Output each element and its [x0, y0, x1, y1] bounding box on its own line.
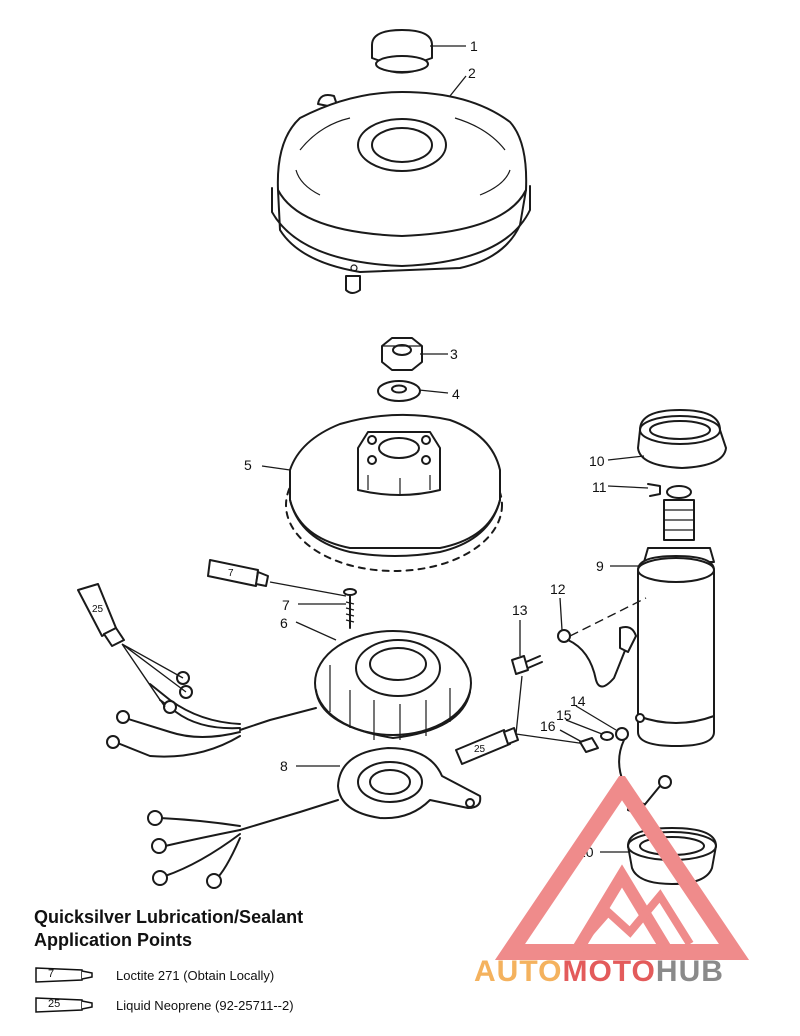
- part-bushing-top: [637, 409, 727, 469]
- part-stator: [314, 630, 472, 740]
- logo-triangle-outer: [494, 776, 750, 960]
- legend-description: Loctite 271 (Obtain Locally): [116, 967, 275, 983]
- part-nut-16: [579, 737, 599, 753]
- leader-15: [565, 719, 603, 735]
- callout-1: 1: [470, 38, 478, 54]
- leader-5: [261, 465, 291, 471]
- leader-4: [418, 389, 449, 394]
- legend-title-line1: Quicksilver Lubrication/Sealant: [34, 907, 304, 927]
- stator-harness: [106, 671, 317, 758]
- callout-6: 6: [280, 615, 288, 631]
- watermark-part2: MOTO: [562, 955, 656, 988]
- logo-zigzag: [576, 889, 694, 947]
- part-clip: [647, 483, 661, 497]
- callout-8: 8: [280, 758, 288, 774]
- tube-neoprene-left: 25: [77, 583, 125, 647]
- leader-7-tube: [269, 581, 347, 597]
- legend-item-neoprene: 25 Liquid Neoprene (92-25711--2): [34, 996, 294, 1014]
- leader-11: [607, 485, 649, 489]
- automotohub-logo: [494, 776, 750, 960]
- leader-6: [295, 621, 337, 641]
- tube-neoprene-left-label: 25: [92, 604, 104, 615]
- legend-title-line2: Application Points: [34, 930, 193, 950]
- callout-11: 11: [592, 479, 607, 495]
- part-trigger: [147, 747, 482, 889]
- callout-3: 3: [450, 346, 458, 362]
- leader-10-top: [607, 455, 645, 461]
- watermark-part1: AUTO: [474, 955, 563, 988]
- watermark-text: AUTOMOTOHUB: [474, 955, 724, 989]
- dashed-path-12: [569, 597, 647, 637]
- legend-tube-icon: 25: [34, 996, 96, 1014]
- leaders-25-right: [515, 675, 587, 745]
- part-flywheel: [285, 413, 503, 572]
- callout-12: 12: [550, 581, 566, 597]
- watermark-part3: HUB: [655, 955, 724, 988]
- legend-item-loctite: 7 Loctite 271 (Obtain Locally): [34, 966, 274, 984]
- leaders-25-left: [121, 643, 187, 708]
- part-washer-15: [600, 731, 614, 741]
- legend-description: Liquid Neoprene (92-25711--2): [116, 997, 294, 1013]
- tube-neoprene-right: 25: [455, 727, 519, 765]
- callout-16: 16: [540, 718, 556, 734]
- callout-2: 2: [468, 65, 476, 81]
- callout-9: 9: [596, 558, 604, 574]
- part-flywheel-cover: [271, 91, 531, 294]
- callout-5: 5: [244, 457, 252, 473]
- callout-14: 14: [570, 693, 586, 709]
- part-starter-motor: [635, 485, 715, 747]
- tube-loctite: 7: [207, 559, 269, 587]
- callout-7: 7: [282, 597, 290, 613]
- callout-10-top: 10: [589, 453, 605, 469]
- tube-neoprene-right-label: 25: [474, 744, 486, 755]
- part-nut: [381, 337, 423, 371]
- part-bolt: [343, 588, 357, 629]
- callout-4: 4: [452, 386, 460, 402]
- tube-loctite-label: 7: [228, 568, 234, 579]
- legend-tube-number: 7: [48, 968, 55, 980]
- leader-16: [559, 729, 583, 743]
- part-washer: [377, 380, 421, 402]
- callout-15: 15: [556, 707, 572, 723]
- part-cap: [371, 29, 433, 74]
- leader-2: [449, 75, 467, 97]
- leader-14: [575, 705, 617, 731]
- legend-tube-number: 25: [48, 998, 61, 1010]
- part-bolt-13: [511, 655, 543, 675]
- leader-12: [559, 597, 563, 631]
- legend-tube-icon: 7: [34, 966, 96, 984]
- callout-13: 13: [512, 602, 528, 618]
- part-cable: [557, 626, 637, 688]
- logo-triangle-inner: [570, 864, 674, 956]
